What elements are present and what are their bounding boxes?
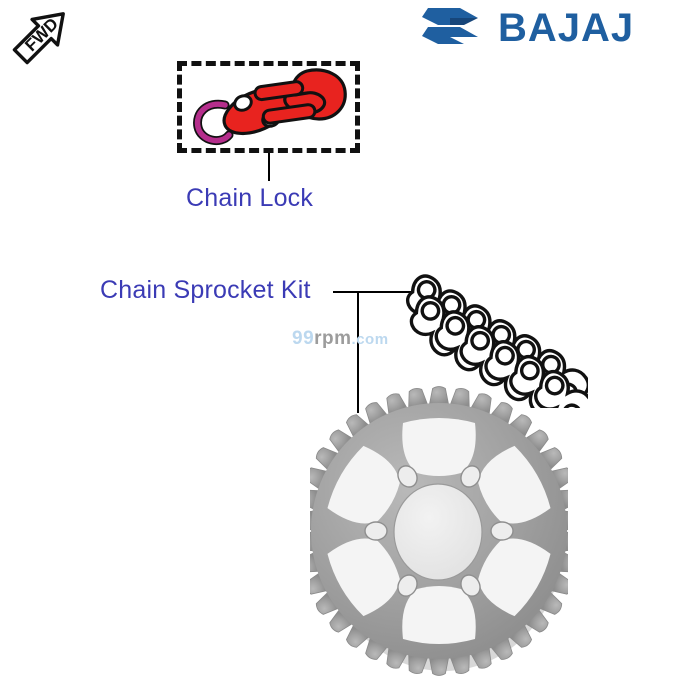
kit-leader-horizontal [333,291,411,293]
chain-lock-parts [193,68,347,146]
chain-lock-leader-line [268,153,270,181]
link-plate-with-pins-icon [253,68,347,125]
kit-leader-vertical [357,291,359,413]
watermark-suffix: .com [351,331,389,348]
watermark: 99rpm.com [292,328,389,350]
fwd-arrow-icon: FWD [12,12,65,65]
rear-sprocket [310,386,568,676]
sprocket-bolt-holes [364,465,514,597]
bajaj-flying-b-mark [422,8,478,44]
chain-lock-label: Chain Lock [186,184,314,212]
c-clip-retainer-icon [193,99,234,146]
sprocket-center-bore [393,483,483,581]
watermark-prefix: 99 [292,328,315,349]
bajaj-wordmark: BAJAJ [498,6,634,50]
sprocket-lightening-windows [327,418,551,644]
bajaj-logo: BAJAJ [422,6,634,50]
chain-sprocket-kit-label: Chain Sprocket Kit [100,276,311,304]
chain-lock-highlight-box [177,61,360,153]
watermark-mid: rpm [314,328,352,349]
